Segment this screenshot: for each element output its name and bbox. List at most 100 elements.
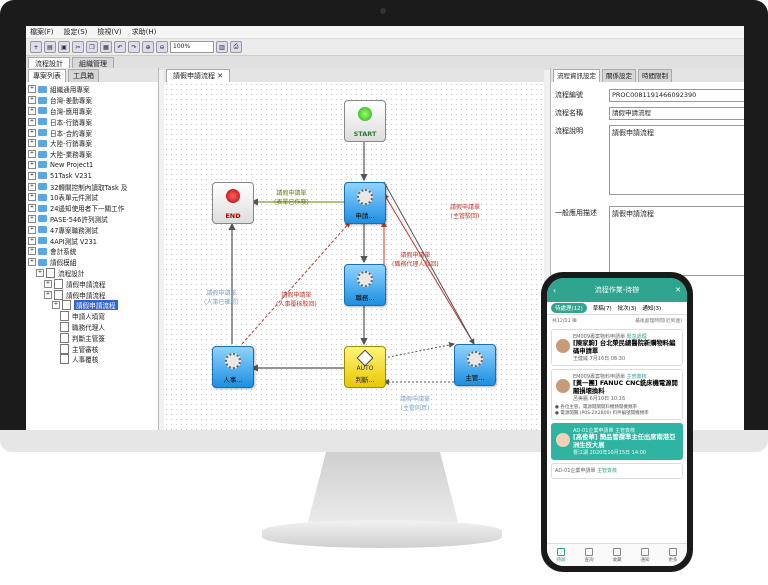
zoom-select[interactable]: 100% (170, 41, 214, 53)
judge-node[interactable]: AUTO 判斷... (344, 346, 386, 388)
tree-item[interactable]: 主管審核 (28, 343, 158, 354)
redo-icon[interactable]: ↷ (128, 41, 140, 53)
tree-item[interactable]: +大陸-業務專案 (28, 149, 158, 160)
tree-item[interactable]: +會計系統 (28, 246, 158, 257)
expand-icon[interactable]: + (28, 117, 36, 126)
list-item[interactable]: AD-01企業申請單 主管簽核 [高俊華] 簡品管課準主任出席南港亞洲生技大展 … (551, 423, 683, 460)
tree-item[interactable]: +大陸-行銷專案 (28, 138, 158, 149)
expand-icon[interactable]: + (52, 301, 60, 310)
expand-icon[interactable]: + (28, 128, 36, 137)
tree-item[interactable]: +PASE-546許列測試 (28, 214, 158, 225)
menu-help[interactable]: 求助(H) (131, 28, 157, 36)
tab-process-info[interactable]: 流程資訊設定 (553, 69, 600, 82)
manager-node[interactable]: 主管... (454, 344, 496, 386)
tree-item[interactable]: +New Project1 (28, 160, 158, 171)
tree-item[interactable]: +日本-行銷專案 (28, 116, 158, 127)
expand-icon[interactable]: + (28, 106, 36, 115)
tree-item[interactable]: 申請人填寫 (28, 311, 158, 322)
start-node[interactable]: START (344, 100, 386, 142)
tree-item[interactable]: +日本-合約專案 (28, 127, 158, 138)
expand-icon[interactable]: + (28, 247, 36, 256)
tab-time-limit[interactable]: 時間限制 (638, 69, 672, 82)
open-icon[interactable]: ▤ (44, 41, 56, 53)
nav-more[interactable]: 更多 (669, 547, 678, 563)
mobile-tab-draft[interactable]: 草稿(7) (592, 306, 612, 312)
menu-view[interactable]: 檢視(V) (97, 28, 122, 36)
nav-notice[interactable]: 通知 (641, 547, 650, 563)
menu-file[interactable]: 檔案(F) (30, 28, 54, 36)
tree-item[interactable]: +24邊知使用者下一關工作 (28, 203, 158, 214)
expand-icon[interactable]: + (44, 290, 52, 299)
zoom-in-icon[interactable]: ⊕ (142, 41, 154, 53)
tree-item[interactable]: +51Task V231 (28, 170, 158, 181)
undo-icon[interactable]: ↶ (114, 41, 126, 53)
expand-icon[interactable]: + (44, 279, 52, 288)
tab-toolbox[interactable]: 工具箱 (68, 69, 99, 82)
process-id-field[interactable]: PROC0081191466092390 (609, 89, 744, 102)
close-icon[interactable]: ✕ (675, 286, 681, 294)
nav-favorite[interactable]: 收藏 (613, 547, 622, 563)
expand-icon[interactable]: + (28, 150, 36, 159)
back-icon[interactable]: ‹ (553, 285, 557, 295)
mobile-tab-pending[interactable]: 待處理(12) (551, 303, 587, 313)
general-desc-field[interactable]: 請假申請流程 (609, 206, 744, 276)
tree-item[interactable]: +流程設計 (28, 267, 158, 279)
tree-item[interactable]: +請假申請流程 (28, 300, 158, 311)
list-item[interactable]: EM009專案物料申請單 主管簽核 [黃一團] FANUC CNC銑床機電源開關… (551, 369, 683, 420)
paste-icon[interactable]: ▦ (100, 41, 112, 53)
expand-icon[interactable]: + (28, 96, 36, 105)
nav-todo[interactable]: 待辦 (557, 547, 566, 563)
tab-leave-process[interactable]: 請假申請流程 ✕ (166, 69, 231, 82)
flow-canvas[interactable]: START END 申請... 職務... 人事... (164, 82, 544, 430)
new-icon[interactable]: + (30, 41, 42, 53)
expand-icon[interactable]: + (28, 258, 36, 267)
expand-icon[interactable]: + (28, 214, 36, 223)
cut-icon[interactable]: ✂ (72, 41, 84, 53)
tab-process-design[interactable]: 流程設計 (28, 57, 70, 70)
tab-org-management[interactable]: 組織管理 (72, 57, 114, 70)
tree-item[interactable]: +組織通用專案 (28, 84, 158, 95)
process-desc-field[interactable]: 請假申請流程 (609, 125, 744, 195)
print-icon[interactable]: ⎙ (230, 41, 242, 53)
expand-icon[interactable]: + (28, 85, 36, 94)
tab-relation[interactable]: 關係設定 (602, 69, 636, 82)
end-node[interactable]: END (212, 182, 254, 224)
menu-settings[interactable]: 設定(S) (63, 28, 88, 36)
copy-icon[interactable]: ❐ (86, 41, 98, 53)
tree-item[interactable]: +台灣-差勤專案 (28, 95, 158, 106)
expand-icon[interactable]: + (36, 268, 44, 277)
expand-icon[interactable]: + (28, 139, 36, 148)
save-icon[interactable]: ▣ (58, 41, 70, 53)
expand-icon[interactable]: + (28, 236, 36, 245)
expand-icon[interactable]: + (28, 160, 36, 169)
expand-icon[interactable]: + (28, 204, 36, 213)
expand-icon[interactable]: + (28, 171, 36, 180)
tree-item[interactable]: +請假申請流程 (28, 278, 158, 289)
tree-item[interactable]: +請假申請流程 (28, 289, 158, 300)
sort-select[interactable]: 最後處理時間(近到遠) (635, 319, 682, 324)
tree-item[interactable]: +台灣-應用專案 (28, 106, 158, 117)
list-item[interactable]: EM009專案物料申請單 緊急處理 [陳家駒] 台北榮民總醫院新購物料編碼申請單… (551, 329, 683, 366)
tree-item[interactable]: +32轉關控制內讀取Task 及 (28, 181, 158, 192)
expand-icon[interactable]: + (28, 225, 36, 234)
expand-icon[interactable]: + (28, 193, 36, 202)
tree-item[interactable]: +4API測試 V231 (28, 235, 158, 246)
process-name-field[interactable]: 請假申請流程 (609, 107, 744, 120)
mobile-tab-notice[interactable]: 通知(3) (642, 306, 662, 312)
tree-item[interactable]: 職務代理人 (28, 321, 158, 333)
tree-item[interactable]: +請假模組 (28, 257, 158, 268)
tab-project-list[interactable]: 專案列表 (28, 69, 66, 82)
tree-item[interactable]: +10表單元件測試 (28, 192, 158, 203)
zoom-out-icon[interactable]: ⊖ (156, 41, 168, 53)
expand-icon[interactable]: + (28, 182, 36, 191)
hr-node[interactable]: 人事... (212, 346, 254, 388)
agent-node[interactable]: 職務... (344, 264, 386, 306)
nav-search[interactable]: 查詢 (585, 547, 594, 563)
tree-item[interactable]: +47專案職務測試 (28, 224, 158, 235)
grid-icon[interactable]: ▥ (216, 41, 228, 53)
apply-node[interactable]: 申請... (344, 182, 386, 224)
tree-item[interactable]: 人事覆核 (28, 354, 158, 365)
tree-item[interactable]: 判斷主管簽 (28, 332, 158, 343)
mobile-tab-batch[interactable]: 批次(3) (617, 306, 637, 312)
list-item[interactable]: AD-01企業申請單 主管簽核 (551, 463, 683, 479)
